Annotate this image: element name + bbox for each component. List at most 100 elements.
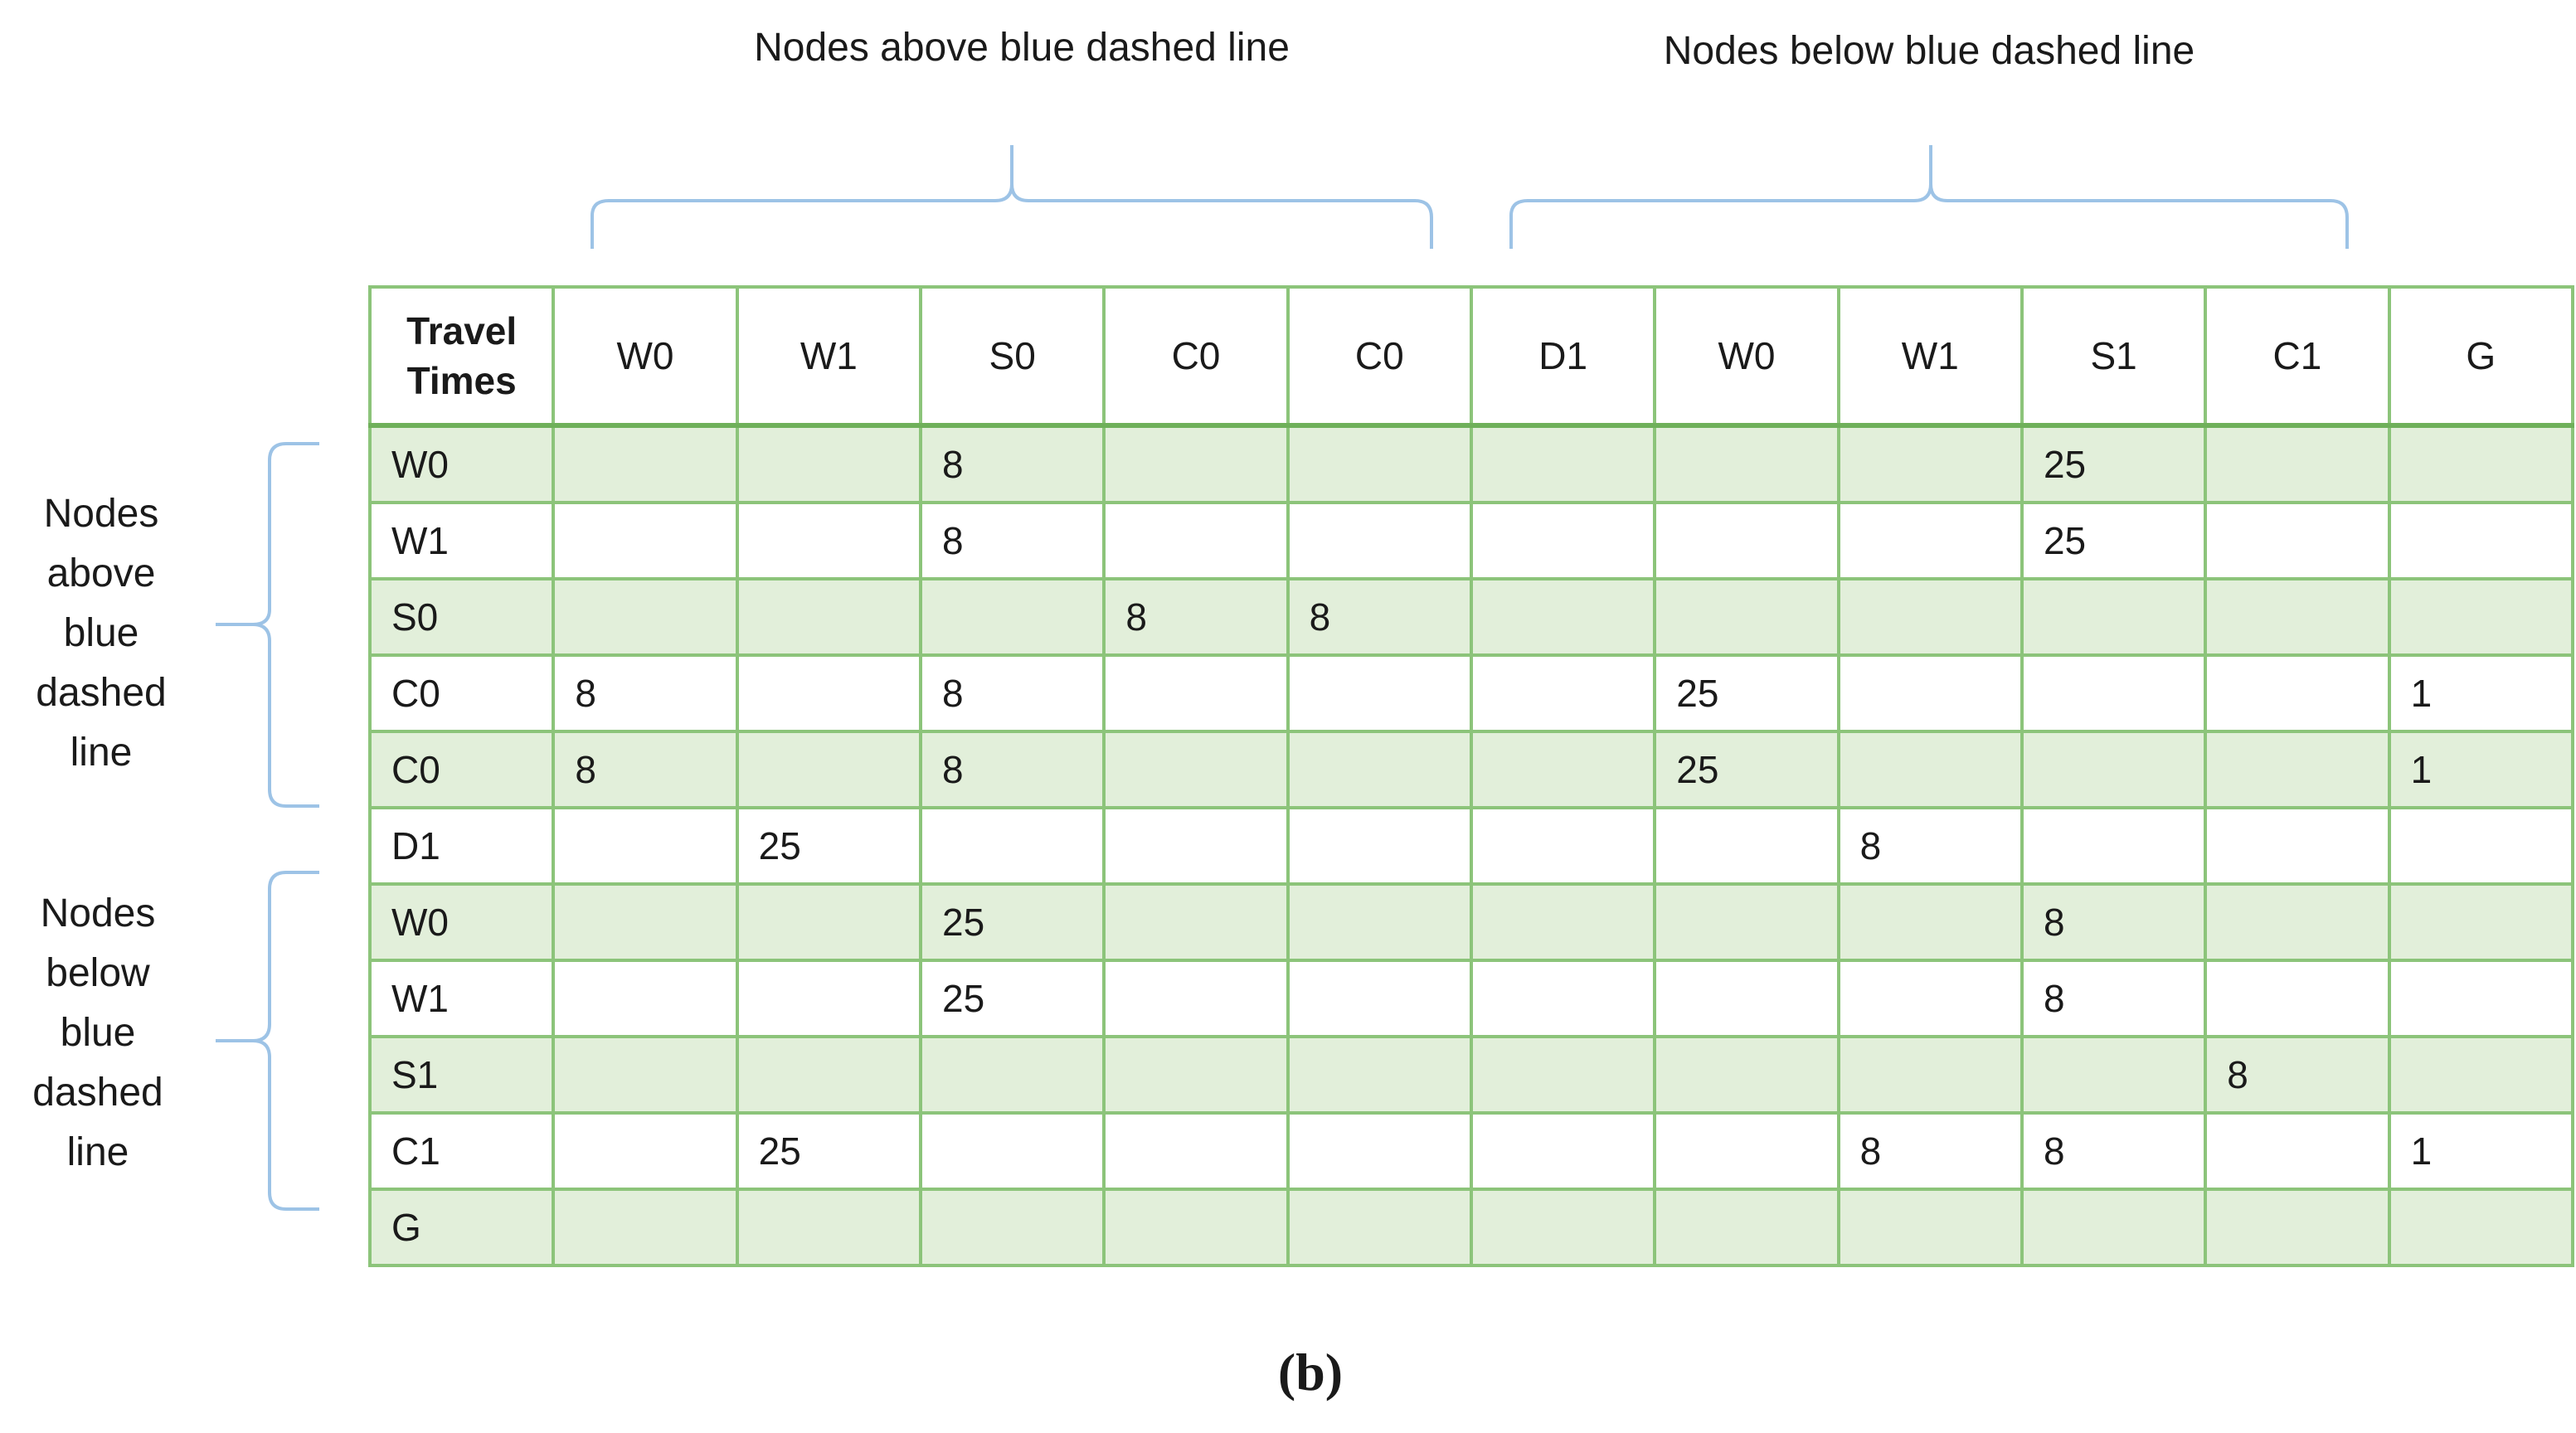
row-header: W0 (367, 424, 556, 504)
table-cell (1286, 882, 1473, 962)
table-cell (552, 577, 739, 657)
table-cell (552, 882, 739, 962)
table-cell (1653, 501, 1840, 580)
table-cell (918, 1111, 1106, 1191)
side-brace-below (216, 871, 319, 1211)
table-cell (1836, 653, 2024, 733)
table-cell (1469, 501, 1657, 580)
top-label-below: Nodes below blue dashed line (1663, 29, 2195, 73)
side-label-above: Nodes above blue dashed line (10, 484, 192, 783)
column-header: W0 (1653, 285, 1840, 427)
table-cell (2387, 501, 2575, 580)
table-cell (1653, 959, 1840, 1038)
table-cell (2204, 882, 2391, 962)
table-cell (1469, 653, 1657, 733)
table-cell (735, 577, 922, 657)
corner-line: Travel (406, 309, 518, 352)
table-cell: 8 (2019, 1111, 2208, 1191)
row-header: G (367, 1188, 556, 1267)
table-cell (1836, 424, 2024, 504)
table-cell (1286, 501, 1473, 580)
table-cell (2204, 1111, 2391, 1191)
table-cell (2204, 1188, 2391, 1267)
table-cell (1836, 1188, 2024, 1267)
column-header: S1 (2019, 285, 2208, 427)
table-cell (735, 653, 922, 733)
table-cell (2204, 806, 2391, 886)
table-cell (2387, 1035, 2575, 1115)
table-cell (2019, 653, 2208, 733)
table-cell (1469, 1188, 1657, 1267)
table-cell (1469, 959, 1657, 1038)
table-cell: 8 (918, 653, 1106, 733)
column-header: C1 (2204, 285, 2391, 427)
table-cell (918, 1035, 1106, 1115)
table-cell (1286, 959, 1473, 1038)
table-cell (2019, 577, 2208, 657)
top-label-above: Nodes above blue dashed line (754, 26, 1290, 70)
table-cell (2387, 424, 2575, 504)
table-cell: 25 (918, 959, 1106, 1038)
column-header: W0 (552, 285, 739, 427)
table-cell: 8 (918, 501, 1106, 580)
table-cell (1469, 882, 1657, 962)
table-cell (1102, 730, 1290, 809)
table-cell: 1 (2387, 730, 2575, 809)
side-label-below: Nodes below blue dashed line (7, 884, 189, 1183)
column-header: W1 (1836, 285, 2024, 427)
table-cell (2204, 653, 2391, 733)
table-cell (2387, 959, 2575, 1038)
table-cell (1286, 653, 1473, 733)
row-header: C0 (367, 730, 556, 809)
table-cell (1653, 424, 1840, 504)
side-label-line: line (66, 1130, 129, 1174)
table-cell (1653, 577, 1840, 657)
table-cell (2204, 730, 2391, 809)
corner-line: Times (406, 359, 517, 402)
table-cell (552, 1035, 739, 1115)
table-cell: 25 (918, 882, 1106, 962)
row-header: W1 (367, 959, 556, 1038)
table-cell (2387, 1188, 2575, 1267)
table-cell (2387, 806, 2575, 886)
table-cell (1102, 1111, 1290, 1191)
table-cell (1836, 730, 2024, 809)
table-cell (1653, 1035, 1840, 1115)
side-label-line: below (46, 951, 150, 995)
table-cell: 8 (2204, 1035, 2391, 1115)
column-header: D1 (1469, 285, 1657, 427)
table-cell (552, 501, 739, 580)
column-header: C0 (1286, 285, 1473, 427)
table-cell (1653, 882, 1840, 962)
table-cell (552, 959, 739, 1038)
table-cell (1102, 806, 1290, 886)
table-cell (2204, 959, 2391, 1038)
table-cell (1469, 1035, 1657, 1115)
table-cell: 8 (552, 730, 739, 809)
table-cell (735, 730, 922, 809)
table-cell (735, 882, 922, 962)
table-cell (1286, 1035, 1473, 1115)
table-cell (2019, 806, 2208, 886)
caption-label: (b) (1277, 1343, 1344, 1401)
table-cell (552, 1188, 739, 1267)
table-cell (1286, 1111, 1473, 1191)
table-cell: 8 (2019, 959, 2208, 1038)
table-cell (1102, 882, 1290, 962)
table-cell (918, 806, 1106, 886)
side-label-line: line (70, 731, 133, 775)
table-row: G (367, 1188, 2575, 1267)
column-header: C0 (1102, 285, 1290, 427)
table-cell: 25 (1653, 653, 1840, 733)
table-cell: 8 (1102, 577, 1290, 657)
table-cell: 8 (552, 653, 739, 733)
table-cell (1102, 1035, 1290, 1115)
table-cell: 8 (918, 730, 1106, 809)
